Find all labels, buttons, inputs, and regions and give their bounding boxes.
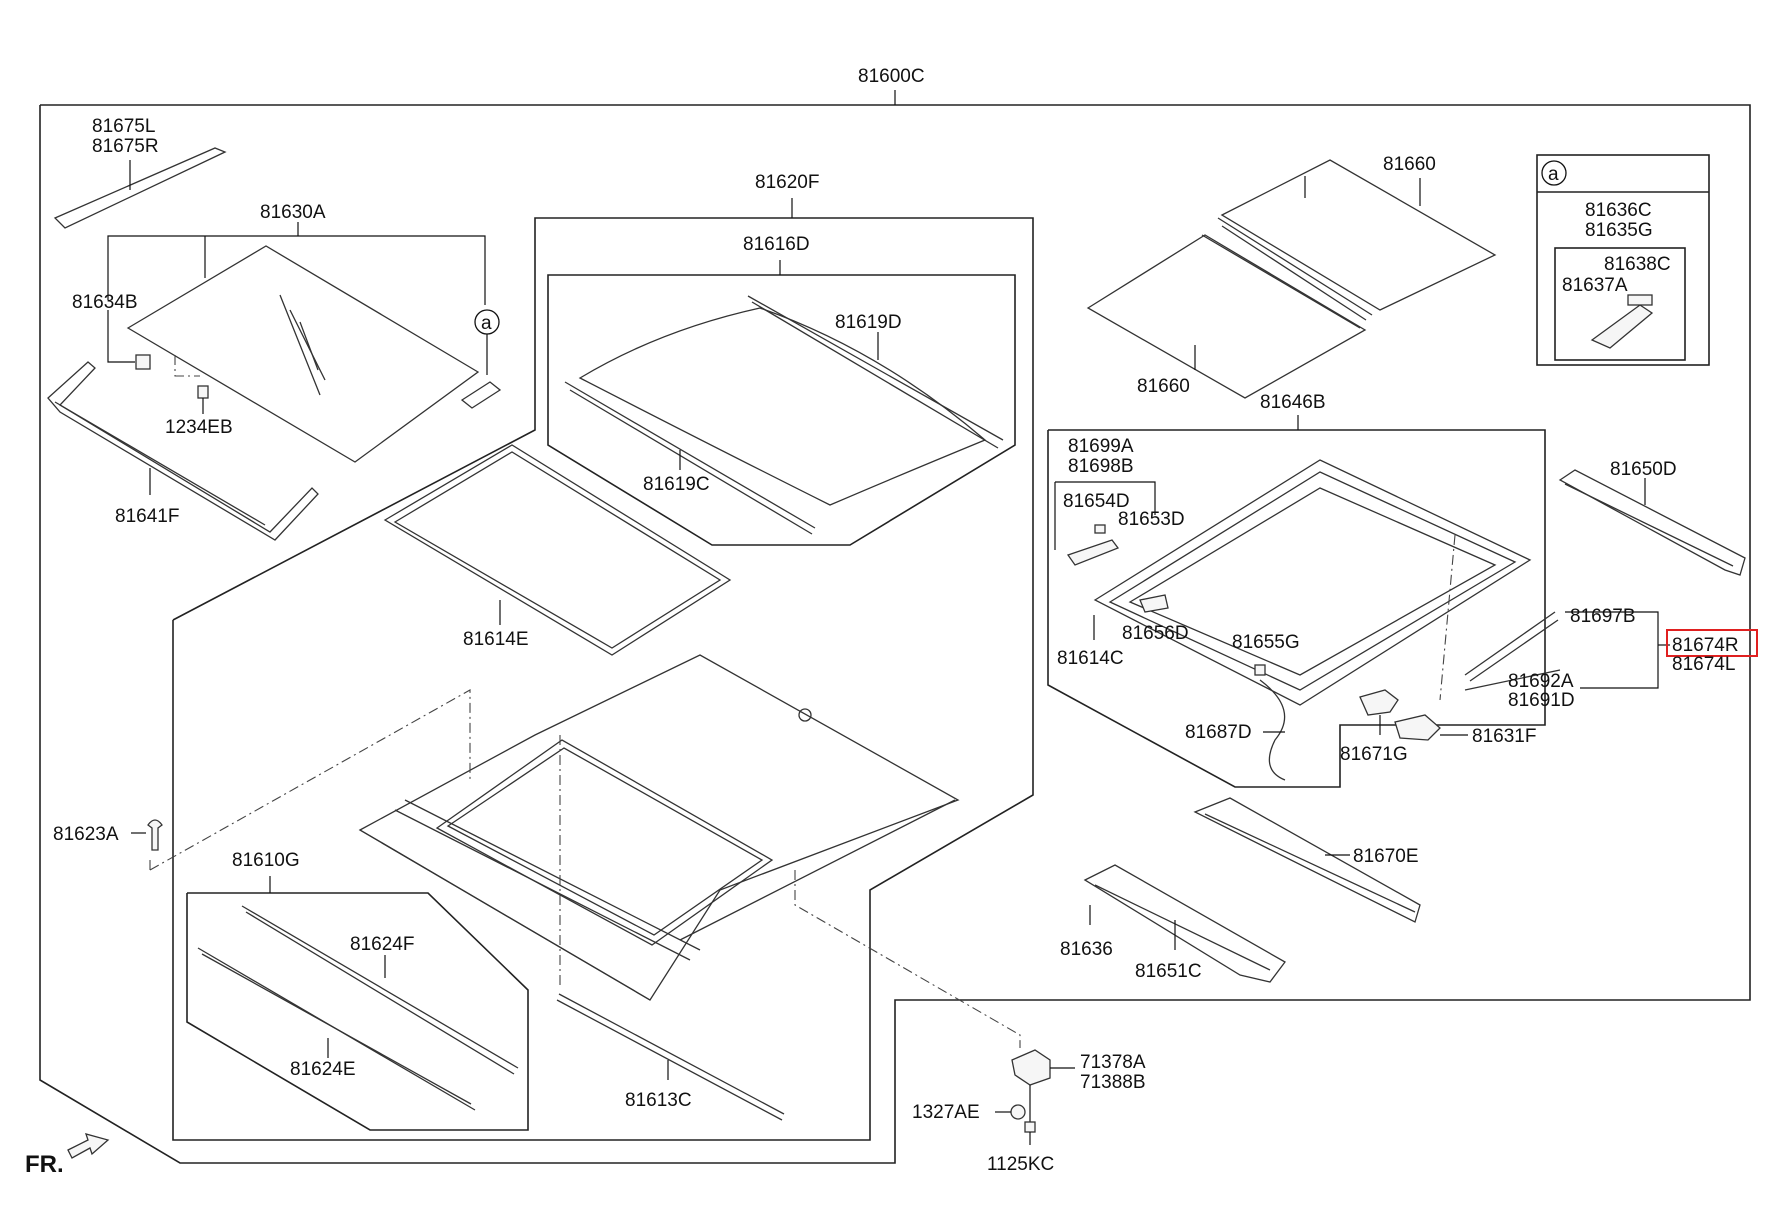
part-81692A-strip bbox=[1464, 669, 1561, 691]
label-81631F[interactable]: 81631F bbox=[1472, 726, 1536, 747]
label-81634B[interactable]: 81634B bbox=[72, 292, 138, 313]
label-81674L[interactable]: 81674L bbox=[1672, 654, 1735, 675]
label-1234EB[interactable]: 1234EB bbox=[165, 417, 233, 438]
part-81675-strip bbox=[53, 147, 227, 229]
group-81620F bbox=[172, 217, 1034, 1141]
label-81699A[interactable]: 81699A bbox=[1068, 436, 1134, 457]
group-81646B bbox=[1047, 429, 1546, 788]
label-71388B[interactable]: 71388B bbox=[1080, 1072, 1146, 1093]
label-81646B[interactable]: 81646B bbox=[1260, 392, 1326, 413]
assembly-outline bbox=[39, 104, 1751, 1164]
label-81624E[interactable]: 81624E bbox=[290, 1059, 356, 1080]
label-81636C[interactable]: 81636C bbox=[1585, 200, 1652, 221]
label-71378A[interactable]: 71378A bbox=[1080, 1052, 1146, 1073]
part-81630A-glass bbox=[126, 245, 480, 463]
label-81660-bottom[interactable]: 81660 bbox=[1137, 376, 1190, 397]
label-81656D[interactable]: 81656D bbox=[1122, 623, 1189, 644]
part-81651C-bracket bbox=[1083, 864, 1286, 983]
part-81697B-strip bbox=[1464, 611, 1556, 676]
label-81638C[interactable]: 81638C bbox=[1604, 254, 1671, 275]
label-81614E[interactable]: 81614E bbox=[463, 629, 529, 650]
label-81653D[interactable]: 81653D bbox=[1118, 509, 1185, 530]
label-81697B[interactable]: 81697B bbox=[1570, 606, 1636, 627]
label-81630A[interactable]: 81630A bbox=[260, 202, 326, 223]
label-81660-top[interactable]: 81660 bbox=[1383, 154, 1436, 175]
group-81610G bbox=[186, 892, 529, 1131]
label-81619C[interactable]: 81619C bbox=[643, 474, 710, 495]
part-81670E-rail bbox=[1193, 797, 1421, 923]
label-81675L[interactable]: 81675L bbox=[92, 116, 155, 137]
label-81600C[interactable]: 81600C bbox=[858, 66, 925, 87]
label-81670E[interactable]: 81670E bbox=[1353, 846, 1419, 867]
label-81623A[interactable]: 81623A bbox=[53, 824, 119, 845]
label-81619D[interactable]: 81619D bbox=[835, 312, 902, 333]
label-81654D[interactable]: 81654D bbox=[1063, 491, 1130, 512]
label-81675R[interactable]: 81675R bbox=[92, 136, 159, 157]
label-81655G[interactable]: 81655G bbox=[1232, 632, 1300, 653]
part-81646B-frame bbox=[1093, 459, 1532, 706]
label-81613C[interactable]: 81613C bbox=[625, 1090, 692, 1111]
label-81610G[interactable]: 81610G bbox=[232, 850, 300, 871]
part-81641F-deflector bbox=[47, 361, 319, 541]
label-81620F[interactable]: 81620F bbox=[755, 172, 819, 193]
detail-box-a bbox=[1536, 154, 1710, 366]
label-81616D[interactable]: 81616D bbox=[743, 234, 810, 255]
part-81616D-panel bbox=[578, 307, 987, 506]
detail-box-a-marker: a bbox=[1548, 164, 1559, 185]
part-71378A-bracket bbox=[1011, 1049, 1051, 1086]
part-81671G-motor bbox=[1359, 689, 1399, 716]
label-81674R[interactable]: 81674R bbox=[1672, 635, 1739, 656]
label-81671G[interactable]: 81671G bbox=[1340, 744, 1408, 765]
part-81613C-strip bbox=[556, 999, 783, 1121]
part-81650D-rail bbox=[1558, 469, 1746, 576]
label-81691D[interactable]: 81691D bbox=[1508, 690, 1575, 711]
label-81650D[interactable]: 81650D bbox=[1610, 459, 1677, 480]
front-label: FR. bbox=[25, 1151, 64, 1178]
part-81614E-weatherstrip bbox=[383, 444, 732, 656]
label-81698B[interactable]: 81698B bbox=[1068, 456, 1134, 477]
detail-marker-a-text: a bbox=[481, 313, 492, 334]
front-arrow-icon bbox=[67, 1133, 110, 1159]
part-81660-shade-front bbox=[1086, 234, 1367, 399]
part-81660-shade-rear bbox=[1220, 159, 1497, 311]
group-81616D bbox=[547, 274, 1016, 546]
label-81692A[interactable]: 81692A bbox=[1508, 671, 1574, 692]
label-81641F[interactable]: 81641F bbox=[115, 506, 179, 527]
label-81635G[interactable]: 81635G bbox=[1585, 220, 1653, 241]
label-1327AE[interactable]: 1327AE bbox=[912, 1102, 980, 1123]
part-81624F-strip bbox=[241, 905, 519, 1069]
label-1125KC[interactable]: 1125KC bbox=[987, 1154, 1054, 1175]
label-81651C[interactable]: 81651C bbox=[1135, 961, 1202, 982]
label-81624F[interactable]: 81624F bbox=[350, 934, 414, 955]
label-81687D[interactable]: 81687D bbox=[1185, 722, 1252, 743]
label-81614C[interactable]: 81614C bbox=[1057, 648, 1124, 669]
highlight-81674R bbox=[1666, 629, 1758, 657]
label-81636[interactable]: 81636 bbox=[1060, 939, 1113, 960]
part-81623A-clip bbox=[147, 819, 163, 851]
label-81637A[interactable]: 81637A bbox=[1562, 275, 1628, 296]
